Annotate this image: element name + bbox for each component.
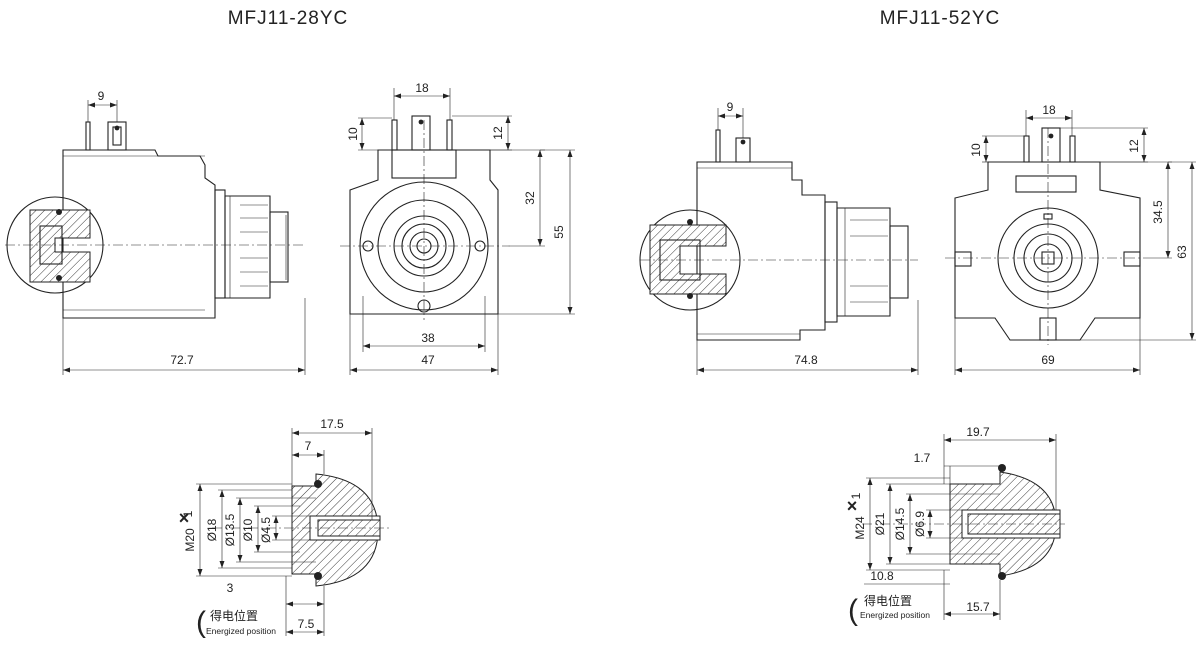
right-front-height: 63 [1175, 245, 1189, 259]
left-detail-energized-w: 7.5 [298, 617, 315, 631]
right-detail-gap: 10.8 [870, 569, 894, 583]
right-energized-cn: 得电位置 [864, 593, 912, 608]
title-left: MFJ11-28YC [228, 8, 349, 29]
right-detail-w-step: 1.7 [914, 451, 931, 465]
right-front-pin-height2: 12 [1127, 139, 1141, 153]
left-front-hole-span: 38 [421, 331, 435, 345]
right-detail-energized-w: 15.7 [966, 600, 990, 614]
right-side-length: 74.8 [794, 353, 818, 367]
left-detail-d2: Ø13.5 [223, 513, 237, 546]
right-side-view: 9 74.8 [639, 100, 919, 375]
right-front-pin-span: 18 [1042, 103, 1056, 117]
right-detail-thread-pitch: 1 [849, 492, 863, 499]
left-detail-thread: M20 [183, 528, 197, 552]
left-side-pin-offset: 9 [98, 89, 105, 103]
left-detail-d4: Ø4.5 [259, 517, 273, 543]
left-detail-x-mark: × [179, 508, 190, 528]
left-detail-w-step: 7 [305, 439, 312, 453]
left-energized-bracket: ( [196, 606, 206, 639]
right-energized-bracket: ( [848, 594, 858, 627]
right-front-center-h: 34.5 [1151, 200, 1165, 224]
left-energized-en: Energized position [206, 626, 276, 636]
left-energized-cn: 得电位置 [210, 608, 258, 623]
title-right: MFJ11-52YC [880, 8, 1001, 29]
right-detail-w-total: 19.7 [966, 425, 990, 439]
right-detail-section: 19.7 1.7 M24 × 1 Ø21 Ø14.5 Ø6.9 10.8 15.… [847, 425, 1065, 627]
left-detail-gap: 3 [227, 581, 234, 595]
right-energized-en: Energized position [860, 610, 930, 620]
right-side-pin-offset: 9 [727, 100, 734, 114]
right-detail-thread: M24 [853, 516, 867, 540]
left-front-pin-height: 10 [346, 127, 360, 141]
left-detail-d3: Ø10 [241, 518, 255, 541]
right-front-width: 69 [1041, 353, 1055, 367]
left-front-pin-height2: 12 [491, 126, 505, 140]
right-detail-d1: Ø21 [873, 512, 887, 535]
right-front-pin-height: 10 [969, 143, 983, 157]
right-detail-x-mark: × [847, 496, 858, 516]
left-detail-section: 17.5 7 M20 × 1 Ø18 Ø13.5 Ø10 Ø4.5 3 7.5 [179, 417, 392, 639]
left-front-view: 18 10 12 32 55 38 47 [340, 81, 575, 375]
left-detail-w-total: 17.5 [320, 417, 344, 431]
right-detail-d2: Ø14.5 [893, 507, 907, 540]
right-front-view: 18 10 12 34.5 63 69 [945, 103, 1196, 375]
left-front-center-h: 32 [523, 191, 537, 205]
left-detail-d1: Ø18 [205, 518, 219, 541]
left-side-view: 9 72.7 [5, 89, 306, 375]
left-front-height: 55 [552, 225, 566, 239]
left-side-length: 72.7 [170, 353, 194, 367]
left-detail-thread-pitch: 1 [181, 510, 195, 517]
right-detail-d3: Ø6.9 [913, 511, 927, 537]
left-front-pin-span: 18 [415, 81, 429, 95]
left-front-width: 47 [421, 353, 435, 367]
